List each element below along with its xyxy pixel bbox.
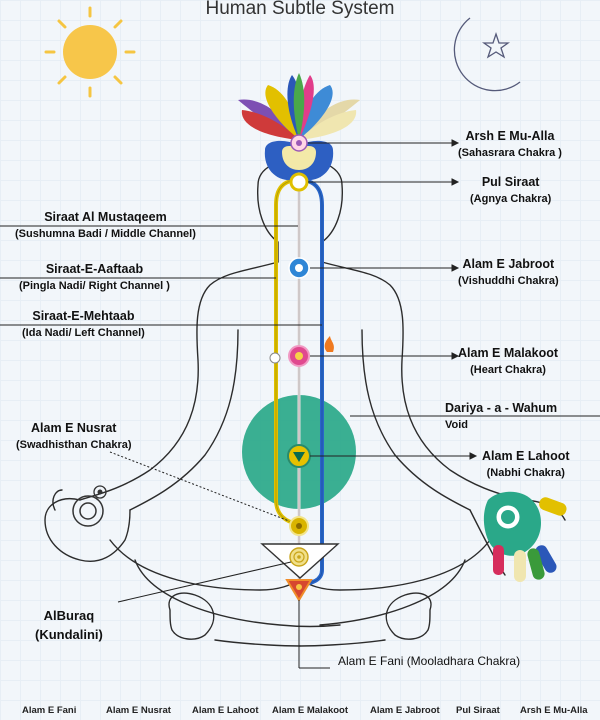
label-alburaq: AlBuraq (Kundalini) bbox=[35, 608, 103, 642]
sun-icon bbox=[44, 6, 136, 98]
bottom-label-pul: Pul Siraat bbox=[456, 705, 500, 716]
left-heart-node bbox=[269, 352, 281, 364]
label-nusrat-sub: (Swadhisthan Chakra) bbox=[16, 439, 132, 451]
diagram-title: Human Subtle System bbox=[205, 0, 395, 19]
label-aaftaab-sub: (Pingla Nadi/ Right Channel ) bbox=[19, 280, 170, 292]
bottom-label-lahoot: Alam E Lahoot bbox=[192, 705, 259, 716]
crescent-star-icon bbox=[453, 17, 521, 92]
label-alburaq-sub: (Kundalini) bbox=[35, 627, 103, 642]
label-mustaqeem: Siraat Al Mustaqeem (Sushumna Badi / Mid… bbox=[15, 210, 196, 240]
label-pul: Pul Siraat (Agnya Chakra) bbox=[470, 175, 551, 205]
label-mehtaab-sub: (Ida Nadi/ Left Channel) bbox=[22, 327, 145, 339]
label-dariya: Dariya - a - Wahum Void bbox=[445, 401, 557, 431]
label-mehtaab-name: Siraat-E-Mehtaab bbox=[32, 309, 135, 323]
label-dariya-sub: Void bbox=[445, 419, 469, 431]
flame-icon bbox=[324, 336, 334, 352]
label-malakoot-name: Alam E Malakoot bbox=[458, 346, 559, 360]
label-arsh: Arsh E Mu-Alla (Sahasrara Chakra ) bbox=[458, 129, 562, 159]
label-aaftaab-name: Siraat-E-Aaftaab bbox=[45, 262, 144, 276]
label-pul-name: Pul Siraat bbox=[481, 175, 540, 189]
label-alburaq-name: AlBuraq bbox=[43, 608, 95, 623]
label-dariya-name: Dariya - a - Wahum bbox=[445, 401, 558, 415]
label-lahoot-sub: (Nabhi Chakra) bbox=[486, 467, 565, 479]
label-arsh-name: Arsh E Mu-Alla bbox=[465, 129, 555, 143]
bottom-chakra-row: Alam E Fani Alam E Nusrat Alam E Lahoot … bbox=[0, 705, 600, 719]
label-nusrat-name: Alam E Nusrat bbox=[31, 421, 117, 435]
label-mehtaab: Siraat-E-Mehtaab (Ida Nadi/ Left Channel… bbox=[22, 309, 145, 339]
leader-lines bbox=[0, 139, 600, 669]
label-arsh-sub: (Sahasrara Chakra ) bbox=[458, 147, 562, 159]
bottom-label-fani: Alam E Fani bbox=[22, 705, 77, 716]
label-mustaqeem-name: Siraat Al Mustaqeem bbox=[44, 210, 167, 224]
label-jabroot: Alam E Jabroot (Vishuddhi Chakra) bbox=[458, 257, 559, 287]
label-lahoot: Alam E Lahoot (Nabhi Chakra) bbox=[482, 449, 570, 479]
label-nusrat: Alam E Nusrat (Swadhisthan Chakra) bbox=[16, 421, 132, 451]
bottom-label-arsh: Arsh E Mu-Alla bbox=[520, 705, 588, 716]
bottom-label-malakoot: Alam E Malakoot bbox=[272, 705, 349, 716]
label-pul-sub: (Agnya Chakra) bbox=[470, 193, 552, 205]
label-mustaqeem-sub: (Sushumna Badi / Middle Channel) bbox=[15, 228, 196, 240]
label-fani: Alam E Fani (Mooladhara Chakra) bbox=[338, 654, 520, 668]
left-hand-chakras bbox=[72, 485, 107, 527]
bottom-label-jabroot: Alam E Jabroot bbox=[370, 705, 440, 716]
lotus-icon bbox=[238, 73, 360, 181]
bottom-label-nusrat: Alam E Nusrat bbox=[106, 705, 171, 716]
label-aaftaab: Siraat-E-Aaftaab (Pingla Nadi/ Right Cha… bbox=[19, 262, 170, 292]
label-lahoot-name: Alam E Lahoot bbox=[482, 449, 570, 463]
label-fani-name: Alam E Fani (Mooladhara Chakra) bbox=[338, 654, 521, 668]
label-jabroot-sub: (Vishuddhi Chakra) bbox=[458, 275, 559, 287]
chakra-icons bbox=[260, 172, 340, 602]
label-malakoot: Alam E Malakoot (Heart Chakra) bbox=[458, 346, 558, 376]
agnya-chakra-icon bbox=[289, 172, 309, 192]
label-jabroot-name: Alam E Jabroot bbox=[462, 257, 555, 271]
right-hand-chakras bbox=[483, 491, 567, 582]
label-malakoot-sub: (Heart Chakra) bbox=[470, 364, 546, 376]
